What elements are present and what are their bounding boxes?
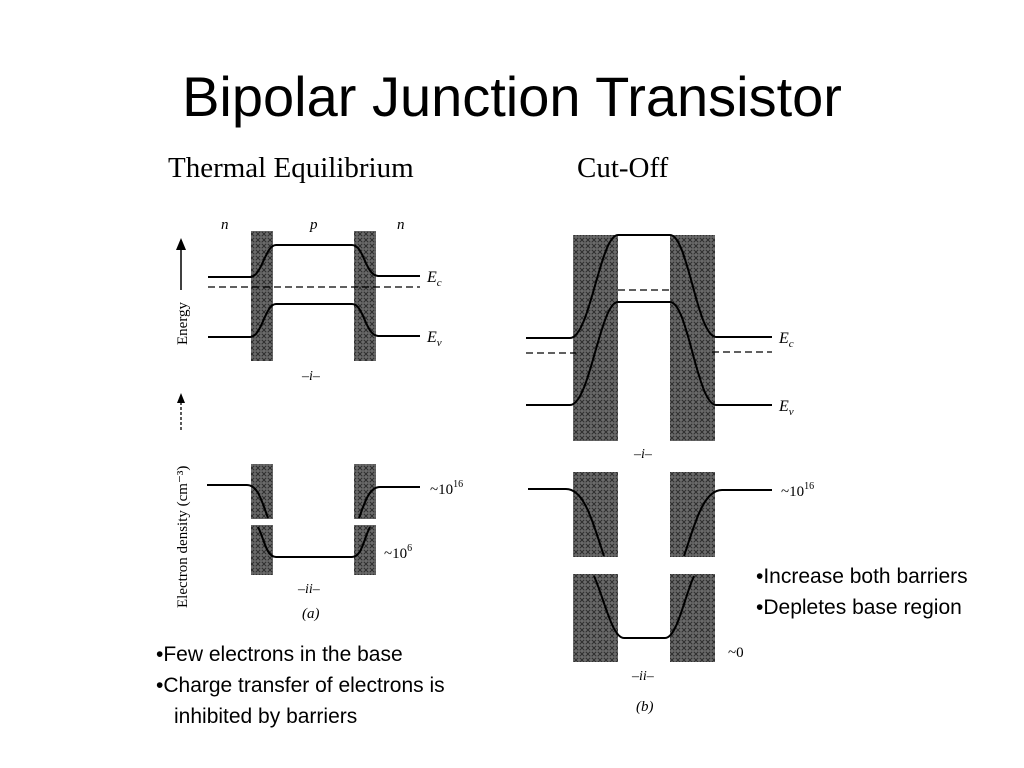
- panel-a: n p n Energy Ec Ev –i– Electron density …: [175, 217, 463, 622]
- electron-density-high: [358, 486, 420, 519]
- depletion-region: [354, 231, 376, 361]
- depletion-region: [573, 472, 618, 557]
- ev-label: Ev: [778, 398, 794, 418]
- valence-band: [208, 303, 420, 338]
- part-i-label: –i–: [301, 369, 321, 384]
- depletion-region: [670, 472, 715, 557]
- bullets-right: •Increase both barriers •Depletes base r…: [756, 561, 968, 623]
- depletion-region: [670, 574, 715, 662]
- electron-density-low: [593, 575, 695, 639]
- caption-a: (a): [302, 606, 320, 622]
- slide-title: Bipolar Junction Transistor: [182, 65, 842, 128]
- density-low-label: ~106: [384, 543, 412, 562]
- part-ii-label: –ii–: [297, 582, 321, 597]
- energy-axis-label: Energy: [175, 301, 191, 345]
- bullet-increase-barriers: •Increase both barriers: [756, 565, 968, 588]
- density-high-label: ~1016: [430, 479, 463, 498]
- depletion-region: [573, 235, 618, 441]
- conduction-band: [526, 234, 772, 339]
- depletion-region: [251, 231, 273, 361]
- depletion-region: [251, 464, 273, 519]
- subtitle-cut-off: Cut-Off: [577, 152, 669, 184]
- bullets-left: •Few electrons in the base •Charge trans…: [156, 639, 445, 732]
- depletion-region: [354, 464, 376, 519]
- energy-axis-arrowhead: [176, 238, 186, 250]
- electron-density-low: [257, 526, 371, 558]
- electron-density-high: [207, 484, 269, 519]
- electron-density-high: [528, 488, 605, 557]
- part-i-label: –i–: [633, 447, 653, 462]
- electron-density-high: [683, 489, 772, 557]
- bullet-charge-transfer: •Charge transfer of electrons is: [156, 674, 445, 697]
- subtitle-thermal-equilibrium: Thermal Equilibrium: [168, 152, 414, 184]
- density-axis-label: Electron density (cm⁻³): [175, 466, 191, 608]
- ec-label: Ec: [426, 269, 442, 289]
- bullet-depletes-base: •Depletes base region: [756, 596, 962, 619]
- caption-b: (b): [636, 699, 654, 715]
- density-low-label: ~0: [728, 645, 744, 661]
- depletion-region: [573, 574, 618, 662]
- part-ii-label: –ii–: [631, 669, 655, 684]
- ev-label: Ev: [426, 329, 442, 349]
- panel-b: Ec Ev –i– ~1016 ~0 –ii– (b): [526, 234, 814, 715]
- ec-label: Ec: [778, 330, 794, 350]
- region-label-n-left: n: [221, 217, 229, 233]
- density-high-label: ~1016: [781, 481, 814, 500]
- region-label-n-right: n: [397, 217, 405, 233]
- bullet-few-electrons: •Few electrons in the base: [156, 643, 403, 666]
- depletion-region: [251, 525, 273, 575]
- conduction-band: [208, 244, 420, 278]
- bullet-charge-transfer-cont: inhibited by barriers: [174, 705, 358, 728]
- depletion-region: [354, 525, 376, 575]
- region-label-p: p: [309, 217, 318, 233]
- density-axis-arrowhead: [177, 393, 185, 403]
- valence-band: [526, 301, 772, 406]
- depletion-region: [670, 235, 715, 441]
